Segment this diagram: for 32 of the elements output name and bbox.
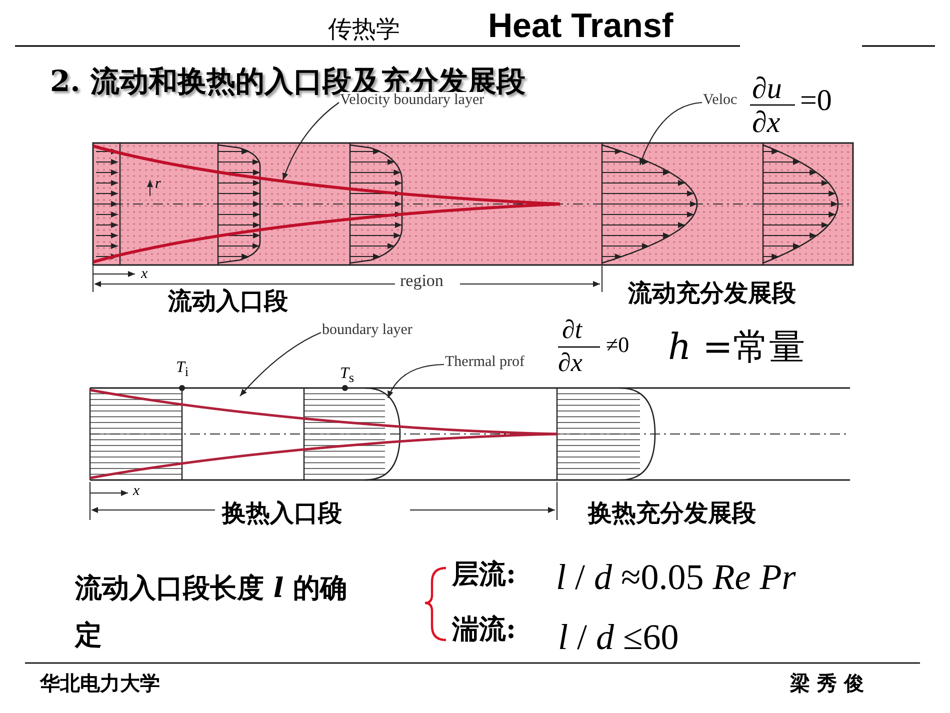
section-label: 换热入口段 bbox=[222, 500, 342, 526]
header-title: Heat Transf bbox=[488, 8, 674, 46]
header-title: 传热学 bbox=[328, 16, 400, 42]
section-label: 流动充分发展段 bbox=[628, 280, 796, 306]
formula-text: ∂x bbox=[558, 349, 582, 378]
formula-text: ≠0 bbox=[606, 333, 630, 358]
leader-line bbox=[388, 364, 444, 398]
axis-label: x bbox=[141, 266, 148, 282]
axis-label: x bbox=[133, 483, 140, 500]
formula-label: 湍流: bbox=[452, 615, 516, 645]
formula-text: =0 bbox=[800, 84, 832, 117]
callout-text: Thermal prof bbox=[445, 354, 525, 370]
formula-text: l / d ≤60 bbox=[558, 618, 679, 658]
leader-line bbox=[639, 102, 702, 166]
point-label: T$_{i}$ bbox=[176, 359, 189, 380]
formula-label: 层流: bbox=[452, 560, 516, 590]
leader-line bbox=[240, 332, 322, 396]
formula-text: l / d ≈0.05 Re Pr bbox=[556, 558, 796, 598]
footer-text: 华北电力大学 bbox=[40, 672, 160, 694]
callout-text: boundary layer bbox=[322, 322, 412, 338]
section-label: 流动入口段 bbox=[168, 288, 288, 314]
formula-text: h =常量 bbox=[668, 328, 805, 368]
body-text: 流动入口段长度 l 的确定 bbox=[75, 572, 348, 653]
formula-text: ∂t bbox=[562, 316, 582, 345]
point-label: T$_{s}$ bbox=[340, 365, 354, 386]
axis-label: r bbox=[155, 176, 161, 192]
leader-line bbox=[282, 102, 340, 180]
formula-text: ∂u bbox=[752, 72, 782, 105]
formula-text: ∂x bbox=[752, 106, 780, 139]
section-label: 换热充分发展段 bbox=[588, 500, 756, 526]
footer-text: 梁 秀 俊 bbox=[790, 672, 864, 694]
dimension-label: region bbox=[400, 272, 444, 291]
